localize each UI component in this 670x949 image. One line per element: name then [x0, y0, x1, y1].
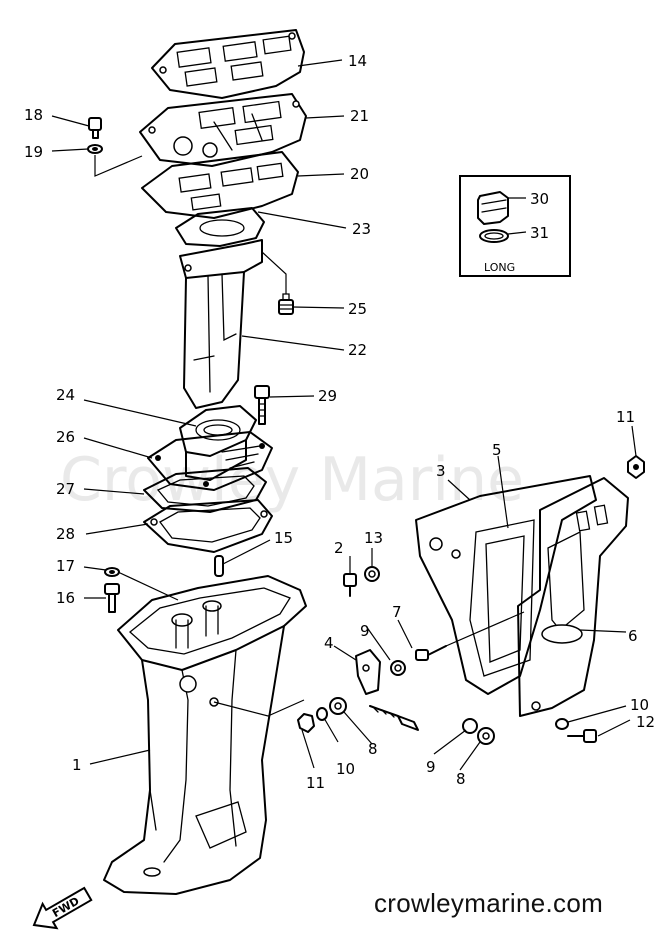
gasket-28 [143, 499, 273, 553]
callout-13: 13 [364, 529, 383, 547]
exhaust-tube-22 [179, 239, 263, 409]
callout-8-right: 8 [456, 770, 466, 788]
bolt-12 [567, 729, 597, 743]
washer-10-left [316, 707, 328, 721]
callout-2: 2 [334, 539, 344, 557]
callout-10-right: 10 [630, 696, 649, 714]
washer-19 [87, 144, 103, 154]
callout-18: 18 [24, 106, 43, 124]
screw-7 [415, 645, 447, 661]
bracket-4 [355, 649, 381, 695]
gasket-20 [141, 151, 299, 219]
grommet-8-left [329, 697, 347, 715]
gasket-14 [151, 29, 305, 99]
dowel-pin-15 [214, 555, 224, 577]
grommet-9-top [390, 660, 406, 676]
callout-21: 21 [350, 107, 369, 125]
callout-19: 19 [24, 143, 43, 161]
washer-10-right [555, 718, 569, 730]
callout-25: 25 [348, 300, 367, 318]
callout-31: 31 [530, 224, 549, 242]
lower-cover-3 [415, 475, 597, 695]
bolt-2 [343, 573, 357, 597]
callout-11-top: 11 [616, 408, 635, 426]
callout-24: 24 [56, 386, 75, 404]
lower-cover-6 [517, 477, 629, 717]
callout-14: 14 [348, 52, 367, 70]
callout-3: 3 [436, 462, 446, 480]
grommet-9-bottom [462, 718, 478, 734]
callout-1: 1 [72, 756, 82, 774]
callout-4: 4 [324, 634, 334, 652]
callout-9-bottom: 9 [426, 758, 436, 776]
callout-22: 22 [348, 341, 367, 359]
plug-25 [278, 293, 294, 315]
nut-11-left [297, 713, 315, 733]
bolt-29 [254, 385, 270, 425]
nut-11-top [627, 455, 645, 479]
inset-box-label: LONG [484, 261, 515, 274]
inset-box-long: LONG [459, 175, 571, 277]
callout-7: 7 [392, 603, 402, 621]
long-bolt [369, 705, 419, 731]
callout-5: 5 [492, 441, 502, 459]
callout-27: 27 [56, 480, 75, 498]
callout-9-top: 9 [360, 622, 370, 640]
fwd-arrow-icon: FWD [32, 886, 93, 930]
callout-6: 6 [628, 627, 638, 645]
callout-28: 28 [56, 525, 75, 543]
callout-16: 16 [56, 589, 75, 607]
callout-26: 26 [56, 428, 75, 446]
washer-17 [104, 567, 120, 577]
exhaust-guide-24 [179, 405, 257, 481]
callout-30: 30 [530, 190, 549, 208]
bolt-16 [104, 583, 120, 613]
callout-29: 29 [318, 387, 337, 405]
callout-8-left: 8 [368, 740, 378, 758]
callout-labels: 14 21 20 23 25 22 18 19 29 24 26 27 28 1… [24, 52, 655, 792]
callout-23: 23 [352, 220, 371, 238]
gasket-27 [143, 467, 267, 513]
callout-10-left: 10 [336, 760, 355, 778]
callout-20: 20 [350, 165, 369, 183]
watermark-text: Crowley Marine [60, 445, 524, 515]
callout-12: 12 [636, 713, 655, 731]
callout-15: 15 [274, 529, 293, 547]
gasket-23 [175, 207, 265, 247]
exhaust-plate-21 [139, 93, 307, 167]
mount-plate-26 [147, 431, 273, 491]
leader-lines [51, 59, 637, 771]
callout-11-left: 11 [306, 774, 325, 792]
callout-17: 17 [56, 557, 75, 575]
bolt-18 [88, 117, 102, 139]
grommet-13 [364, 566, 380, 582]
site-url: crowleymarine.com [374, 888, 604, 918]
grommet-8-right [477, 727, 495, 745]
nut-30 [477, 191, 509, 225]
ring-31 [479, 229, 509, 243]
upper-casing-1 [103, 575, 307, 895]
